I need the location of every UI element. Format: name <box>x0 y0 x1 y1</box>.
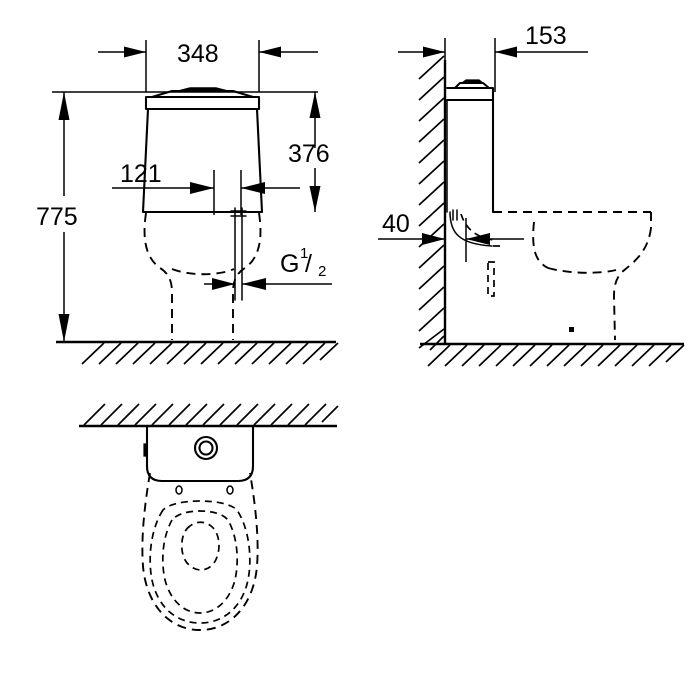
dimension-121: 121 <box>112 160 300 215</box>
cistern-side <box>445 79 495 214</box>
dimension-153: 153 <box>398 22 588 92</box>
floor-side-view <box>420 342 685 367</box>
arrowhead-right <box>190 182 214 194</box>
dimension-label-121: 121 <box>120 160 162 188</box>
cistern-lid-side <box>445 86 495 102</box>
front-elevation-view: 348 376 <box>36 40 339 365</box>
pan-outline-plan <box>141 472 259 631</box>
cistern-lid <box>144 95 261 111</box>
bowl-sump-plan <box>180 521 220 571</box>
wall-side-view <box>418 55 447 351</box>
seat-fixing-hole-right <box>226 485 234 495</box>
toilet-bowl-side <box>493 211 652 341</box>
arrowhead-left <box>466 233 490 245</box>
wall-plan <box>79 403 339 428</box>
trap-detail <box>487 261 495 297</box>
flush-connection-side <box>449 209 495 297</box>
side-elevation-view: 153 <box>378 22 685 367</box>
fixing-mark <box>569 327 574 332</box>
seat-fixing-hole-left <box>175 485 183 495</box>
thread-label-G: G <box>280 250 299 278</box>
arrowhead-down <box>309 186 321 212</box>
dimension-label-40: 40 <box>382 210 410 238</box>
arrowhead-right <box>423 46 445 58</box>
plan-view <box>79 403 339 631</box>
thread-denominator: 2 <box>318 263 326 280</box>
toilet-bowl-plan <box>141 472 259 631</box>
cistern-left-wall <box>141 107 150 214</box>
seat-outline-plan <box>149 500 251 624</box>
arrowhead-right <box>212 278 235 290</box>
flush-button-front <box>177 87 229 92</box>
bowl-rim-inner-plan <box>161 510 239 614</box>
dimension-40: 40 <box>378 210 524 262</box>
bowl-left-profile <box>143 212 173 340</box>
dimension-label-153: 153 <box>525 22 567 50</box>
thread-numerator: 1 <box>300 245 308 262</box>
arrowhead-left <box>495 46 517 58</box>
toilet-bowl-front <box>142 210 263 340</box>
arrowhead-right <box>422 233 445 245</box>
dimension-thread-G-half: G 1 / 2 <box>204 245 332 290</box>
bowl-right-profile <box>232 212 262 340</box>
arrowhead-down <box>58 314 70 342</box>
dimension-348: 348 <box>98 40 318 92</box>
arrowhead-up <box>309 92 321 118</box>
dimension-376: 376 <box>288 92 330 212</box>
side-inlet-nub <box>143 443 148 457</box>
bowl-rear-profile <box>613 227 652 341</box>
flush-button-side <box>460 79 485 84</box>
floor-hatch-front <box>81 342 339 365</box>
arrowhead-up <box>58 92 70 120</box>
fraction-slash: / <box>305 250 312 278</box>
floor-front-view <box>56 340 339 365</box>
bowl-front-profile <box>532 221 549 269</box>
dimension-label-775: 775 <box>36 203 78 231</box>
flush-button-outer-ring <box>193 435 219 461</box>
dimension-label-348: 348 <box>177 40 219 68</box>
wall-hatch-side <box>418 55 445 351</box>
arrowhead-left <box>242 278 266 290</box>
flush-button-inner-ring <box>198 440 214 456</box>
arrowhead-right <box>124 46 146 58</box>
wall-hatch-plan <box>83 403 339 426</box>
cistern-right-wall <box>255 107 264 214</box>
arrowhead-left <box>259 46 281 58</box>
supply-bend-inner <box>460 213 495 241</box>
arrowhead-left <box>241 182 265 194</box>
cistern-front <box>141 87 264 214</box>
cistern-plan <box>143 425 255 483</box>
dimension-775: 775 <box>36 92 78 342</box>
dimension-label-376: 376 <box>288 140 330 168</box>
bowl-base-curve <box>547 267 617 274</box>
cistern-outline-plan <box>145 425 255 483</box>
bowl-waist-line <box>171 268 235 276</box>
floor-hatch-side <box>427 344 685 367</box>
supply-bend-outer <box>449 211 493 247</box>
